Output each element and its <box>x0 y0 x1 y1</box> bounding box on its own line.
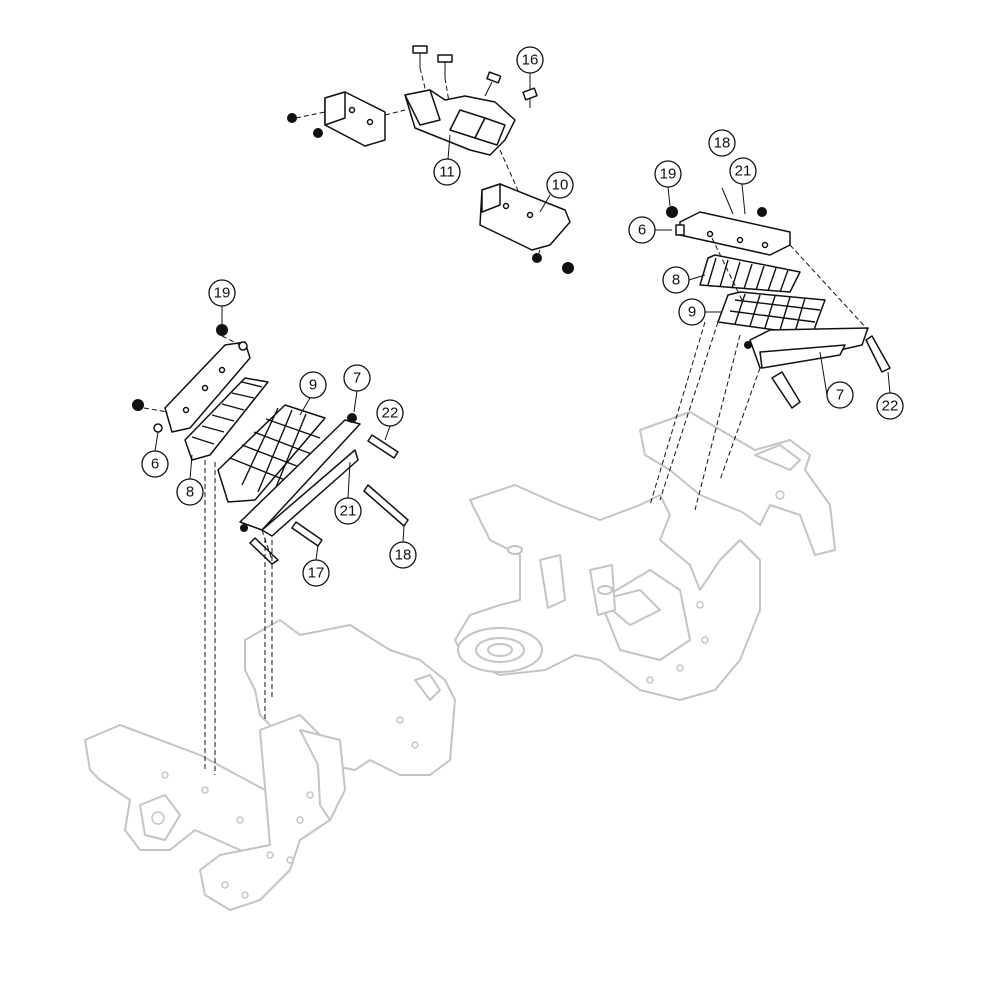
callout-11-label: 11 <box>439 164 455 181</box>
step-assembly-left <box>132 324 409 775</box>
callout-6-left: 6 <box>141 431 169 478</box>
callout-22-right-label: 22 <box>882 398 899 415</box>
callout-9-left-label: 9 <box>309 377 317 394</box>
grate-9-right <box>717 291 826 336</box>
step-assembly-right <box>649 187 891 511</box>
grate-8-right <box>699 254 801 293</box>
callout-8-left-label: 8 <box>186 484 194 501</box>
callout-11: 11 <box>433 134 461 186</box>
callout-19-left: 19 <box>208 279 236 324</box>
callout-16-label: 16 <box>522 52 539 69</box>
callout-17-left-label: 17 <box>308 565 325 582</box>
callout-18-left-label: 18 <box>395 547 412 564</box>
callout-8-right: 8 <box>662 266 706 294</box>
callout-6-left-label: 6 <box>151 456 159 473</box>
bolt-16-group <box>412 45 538 109</box>
callout-22-right: 22 <box>876 371 904 420</box>
callout-8-left: 8 <box>176 454 204 506</box>
callout-7-left-label: 7 <box>353 370 361 387</box>
callout-7-right-label: 7 <box>836 387 844 404</box>
callout-19-left-label: 19 <box>214 285 231 302</box>
callout-21-left: 21 <box>334 461 362 525</box>
callout-22-left: 22 <box>376 399 404 441</box>
callout-17-left: 17 <box>302 544 330 587</box>
callout-9-right-label: 9 <box>688 304 696 321</box>
callout-10-label: 10 <box>552 177 569 194</box>
callout-7-left: 7 <box>343 364 371 413</box>
callout-16: 16 <box>516 46 544 90</box>
grate-9-left <box>217 404 326 503</box>
left-tractor-frame <box>84 619 456 911</box>
callout-6-right: 6 <box>628 216 672 244</box>
grate-8-left <box>184 377 269 461</box>
callout-19-right: 19 <box>654 160 682 207</box>
callout-22-left-label: 22 <box>382 405 399 422</box>
callout-9-left: 9 <box>299 371 327 416</box>
step-bracket-assembly-top <box>287 45 574 274</box>
callout-8-right-label: 8 <box>672 272 680 289</box>
right-tractor-frame <box>454 411 836 701</box>
callout-21-right-label: 21 <box>735 163 752 180</box>
callout-18-right-label: 18 <box>714 135 731 152</box>
callout-21-right: 21 <box>729 157 757 215</box>
callout-6-right-label: 6 <box>638 222 646 239</box>
callout-21-left-label: 21 <box>340 503 357 520</box>
callout-9-right: 9 <box>678 298 722 326</box>
callout-10: 10 <box>539 171 574 213</box>
callout-18-left: 18 <box>389 525 417 569</box>
callout-19-right-label: 19 <box>660 166 677 183</box>
callout-7-right: 7 <box>819 351 854 409</box>
callout-18-right: 18 <box>708 129 736 157</box>
